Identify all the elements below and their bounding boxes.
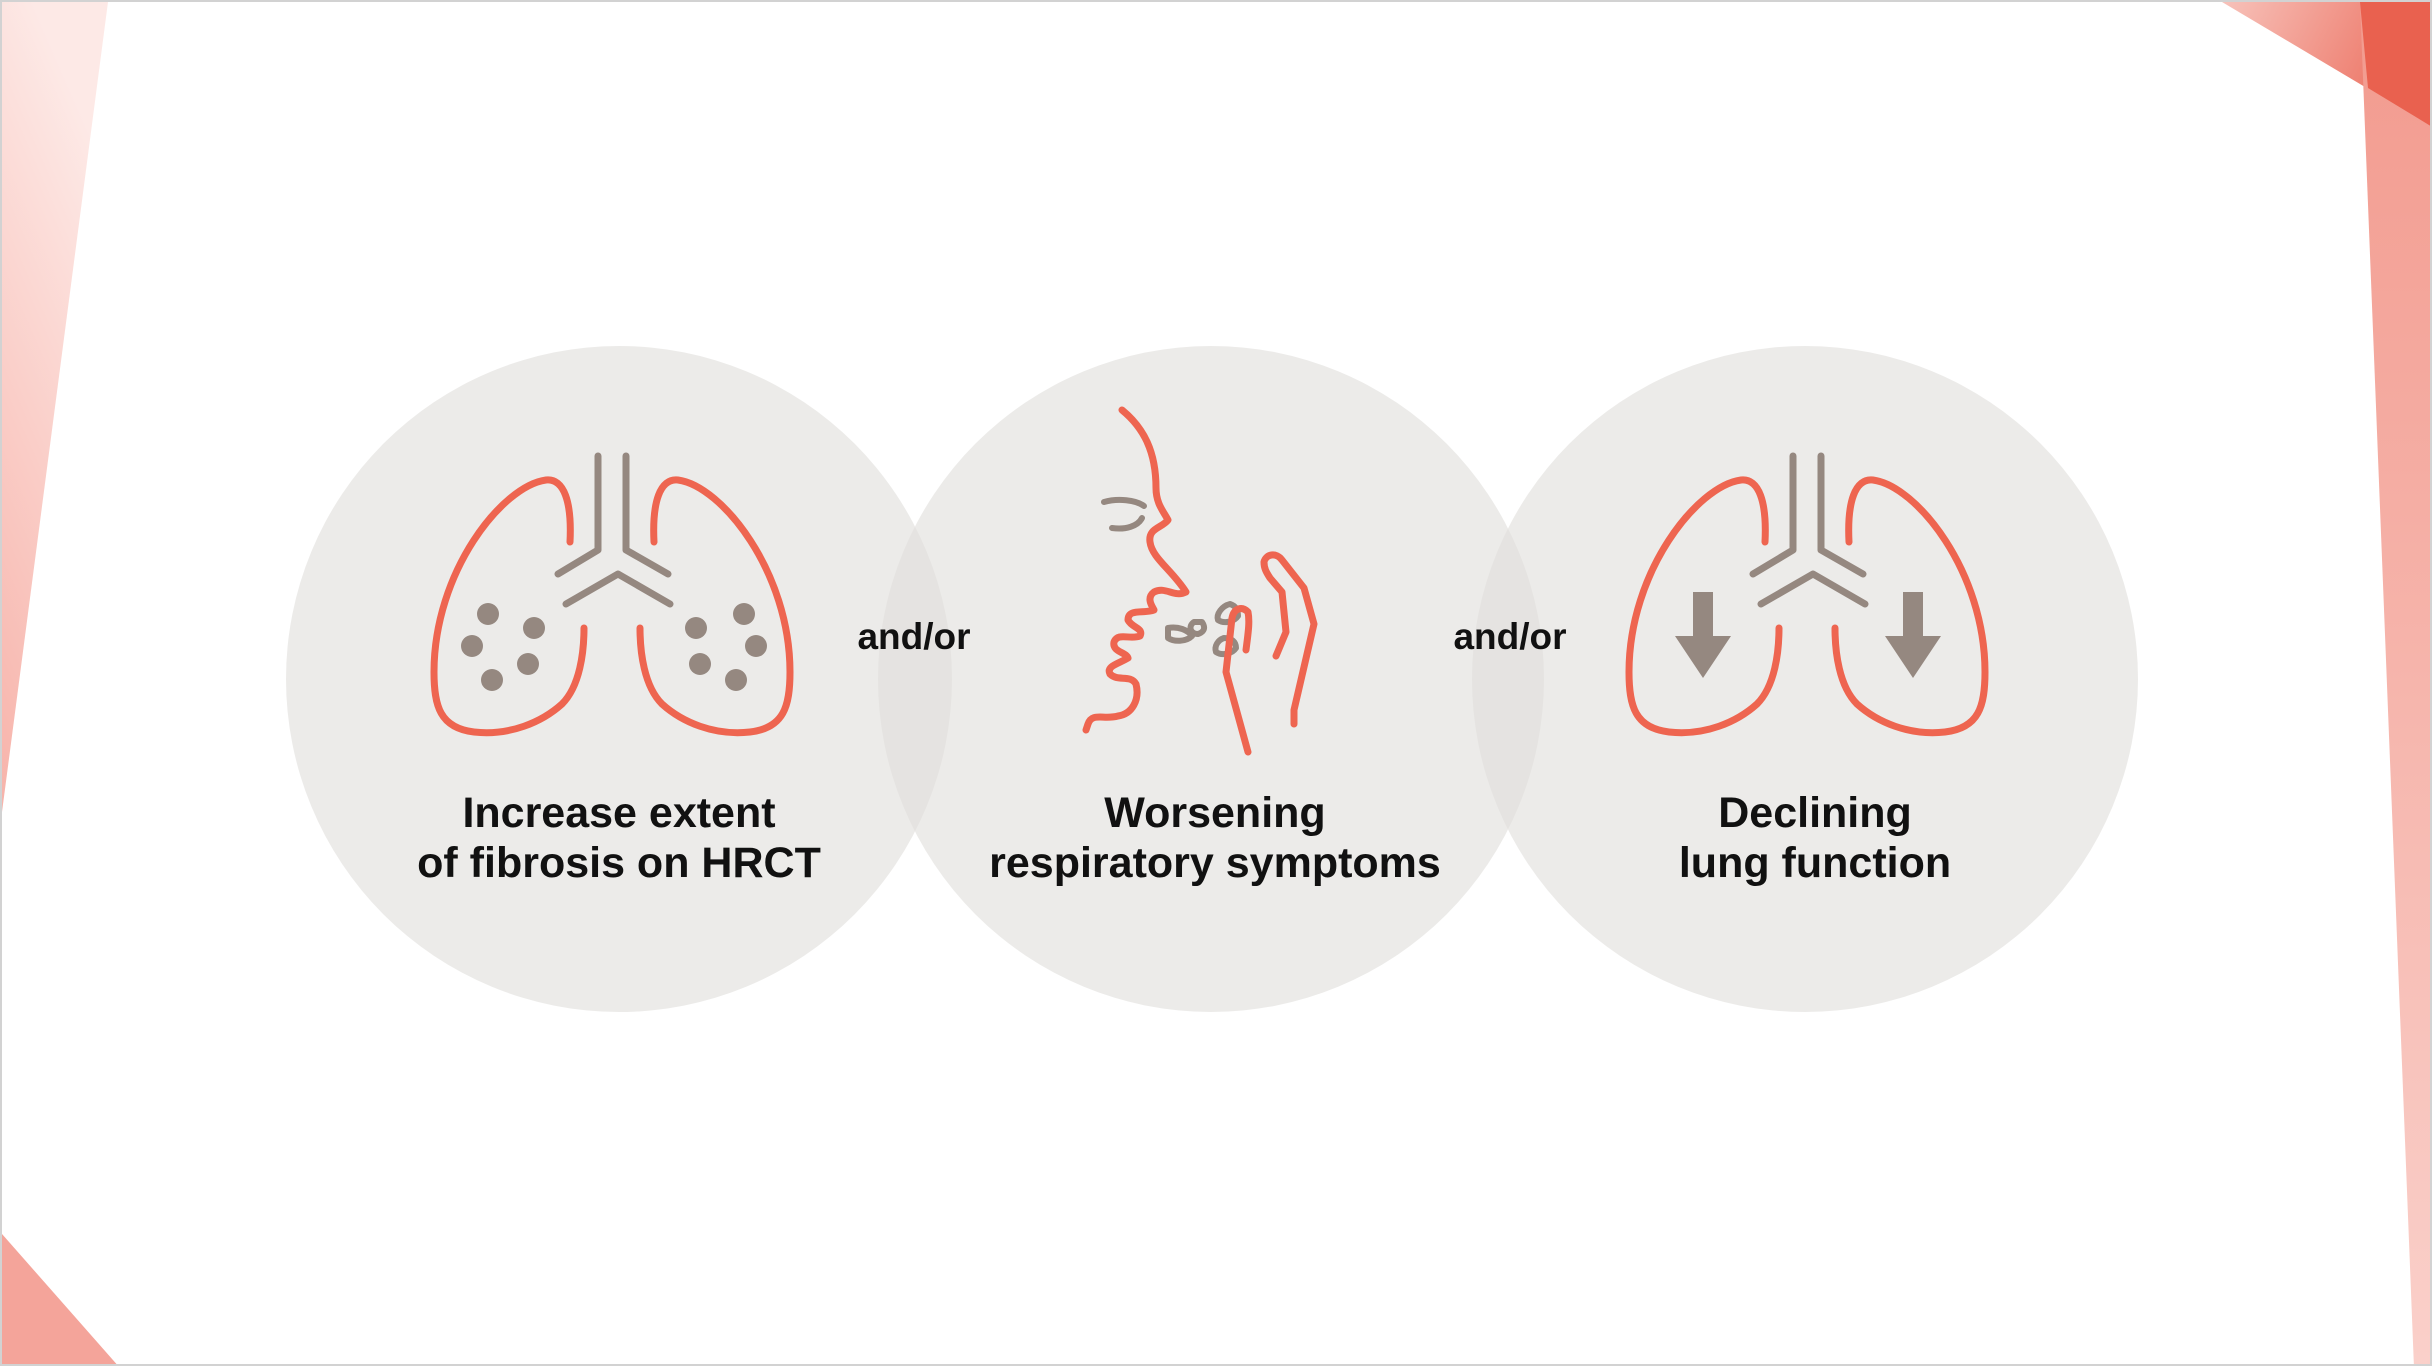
caption-symptoms: Worsening respiratory symptoms [935,788,1495,888]
caption-line: Increase extent [462,789,776,837]
lungs-fibrosis-dots-icon [430,452,794,737]
caption-line: lung function [1678,839,1952,887]
right-edge-triangle [2360,2,2430,1364]
connector-label: and/or [857,616,971,657]
caption-line: respiratory symptoms [989,839,1441,887]
circle-function [1472,346,2138,1012]
top-left-triangle [2,2,108,812]
caption-function: Declining lung function [1535,788,2095,888]
face-cough-hand-icon [1082,406,1318,756]
caption-line: Declining [1718,789,1912,837]
caption-line: Worsening [1104,789,1326,837]
connector-label: and/or [1453,616,1567,657]
circle-symptoms [878,346,1544,1012]
top-right-corner [2360,2,2430,126]
circle-fibrosis [286,346,952,1012]
down-arrow-icons [1675,592,1941,678]
caption-fibrosis: Increase extent of fibrosis on HRCT [339,788,899,888]
down-arrow-icon-right [1885,592,1941,678]
lungs-declining-arrows-icon [1625,452,1989,737]
bottom-left-triangle [2,1234,117,1364]
down-arrow-icon-left [1675,592,1731,678]
caption-line: of fibrosis on HRCT [417,839,821,887]
